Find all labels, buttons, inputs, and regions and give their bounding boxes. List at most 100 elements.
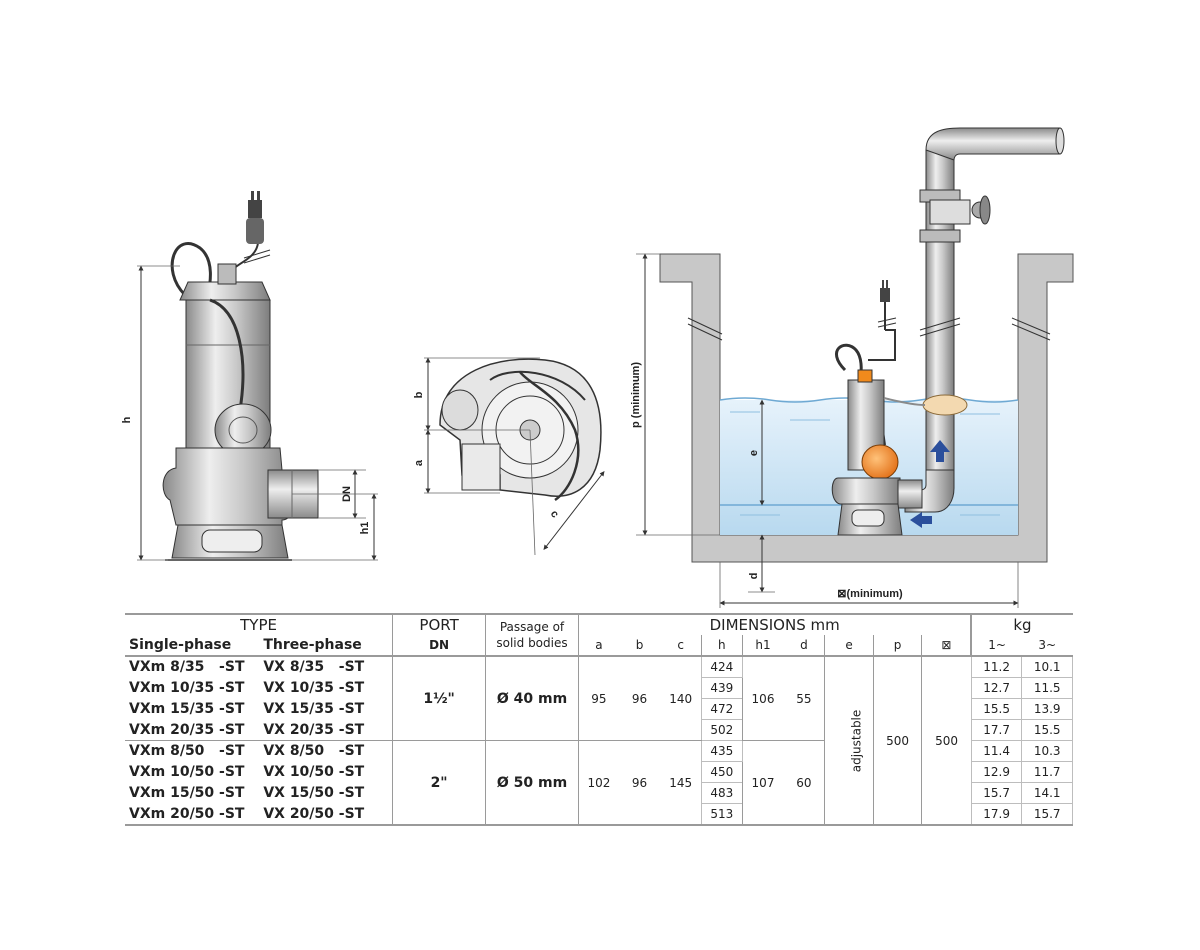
kg1-value: 12.9 xyxy=(970,761,1023,783)
col-a-header: a xyxy=(577,635,619,656)
table-row: VXm 15/50 -ST VX 15/50 -ST 483 15.7 14.1 xyxy=(125,782,1073,804)
passage-header: Passage of solid bodies xyxy=(485,614,579,656)
single-phase-model: VXm 15/35 -ST xyxy=(129,701,245,717)
three-phase-model: VX 8/50 -ST xyxy=(263,743,365,760)
port-sub-header: DN xyxy=(392,635,486,656)
table-row: VXm 20/35 -ST VX 20/35 -ST 502 17.7 15.5 xyxy=(125,719,1073,741)
port-header: PORT xyxy=(392,614,486,635)
kg3-value: 10.3 xyxy=(1021,740,1073,762)
three-phase-model: VX 15/35 -ST xyxy=(263,701,365,717)
port-value: 1½" xyxy=(392,656,486,741)
col-h1-header: h1 xyxy=(741,635,784,656)
dim-c-label: c xyxy=(548,508,561,520)
header-row-1: TYPE PORT Passage of solid bodies DIMENS… xyxy=(125,614,1073,656)
three-phase-model: VX 10/35 -ST xyxy=(263,680,365,696)
p-value: 500 xyxy=(872,656,922,825)
dim-a-label: a xyxy=(413,459,425,466)
dimensions-header: DIMENSIONS mm xyxy=(577,614,972,635)
single-phase-model: VXm 8/35 -ST xyxy=(129,659,245,676)
kg3-value: 10.1 xyxy=(1021,655,1073,678)
table-row: VXm 10/50 -ST VX 10/50 -ST 450 12.9 11.7 xyxy=(125,761,1073,783)
dim-p-label: p (minimum) xyxy=(630,362,642,428)
single-phase-model: VXm 20/35 -ST xyxy=(129,721,245,738)
kg3-value: 14.1 xyxy=(1021,782,1073,804)
col-p-header: p xyxy=(872,635,922,656)
dim-e-label: e xyxy=(748,450,760,456)
c-value: 140 xyxy=(660,656,702,741)
kg1-value: 11.4 xyxy=(970,740,1023,762)
table-row: VXm 15/35 -ST VX 15/35 -ST 472 15.5 13.9 xyxy=(125,698,1073,720)
dim-h1-label: h1 xyxy=(359,522,371,535)
table-row: VXm 10/35 -ST VX 10/35 -ST 439 12.7 11.5 xyxy=(125,677,1073,699)
type-header: TYPE xyxy=(240,616,277,634)
a-value: 102 xyxy=(577,740,619,826)
h-value: 450 xyxy=(701,761,743,783)
kg3-value: 11.5 xyxy=(1021,677,1073,699)
dim-b-label: b xyxy=(413,391,425,398)
e-value: adjustable xyxy=(824,656,874,825)
h-value: 424 xyxy=(701,655,743,678)
kg1-value: 15.5 xyxy=(970,698,1023,720)
pump-top-view: b a c xyxy=(413,357,605,556)
kg1-value: 11.2 xyxy=(970,655,1023,678)
h-value: 439 xyxy=(701,677,743,699)
kg1-value: 15.7 xyxy=(970,782,1023,804)
kg3-value: 15.7 xyxy=(1021,803,1073,826)
col-d-header: d xyxy=(800,638,808,652)
col-kg1-header: 1~ xyxy=(970,635,1022,656)
c-value: 145 xyxy=(660,740,702,826)
h-value: 483 xyxy=(701,782,743,804)
three-phase-model: VX 20/50 -ST xyxy=(263,805,365,822)
b-value: 96 xyxy=(618,656,661,741)
single-phase-model: VXm 10/35 -ST xyxy=(129,680,245,696)
h-value: 502 xyxy=(701,719,743,741)
dim-diag-label: ⊠(minimum) xyxy=(837,588,903,600)
passage-value: Ø 40 mm xyxy=(485,656,579,741)
pit-installation-view: p (minimum) e d ⊠(minimum) xyxy=(630,127,1074,608)
h-value: 435 xyxy=(701,740,743,762)
col-c-header: c xyxy=(677,638,684,652)
technical-drawings: h DN h1 b a c xyxy=(121,127,1074,608)
specifications-table: TYPE PORT Passage of solid bodies DIMENS… xyxy=(125,613,1073,826)
single-phase-model: VXm 10/50 -ST xyxy=(129,764,245,780)
h-value: 513 xyxy=(701,803,743,826)
kg3-value: 15.5 xyxy=(1021,719,1073,741)
dim-h-label: h xyxy=(121,416,133,423)
passage-value: Ø 50 mm xyxy=(485,740,579,826)
header-row-2: Single-phase Three-phase DN a b c h h1 d… xyxy=(125,635,1073,656)
single-phase-header: Single-phase xyxy=(129,637,232,653)
three-phase-model: VX 10/50 -ST xyxy=(263,764,365,780)
single-phase-model: VXm 20/50 -ST xyxy=(129,805,245,822)
kg1-value: 12.7 xyxy=(970,677,1023,699)
col-kg3-header: 3~ xyxy=(1038,638,1057,652)
table-row: VXm 8/50 -ST VX 8/50 -ST 2" Ø 50 mm 102 … xyxy=(125,740,1073,826)
col-h-header: h xyxy=(701,635,743,656)
single-phase-model: VXm 8/50 -ST xyxy=(129,743,245,760)
diag-value: 500 xyxy=(921,656,972,825)
three-phase-header: Three-phase xyxy=(263,637,362,653)
kg3-value: 11.7 xyxy=(1021,761,1073,783)
port-value: 2" xyxy=(392,740,486,826)
d-value: 55 xyxy=(783,656,825,741)
col-e-header: e xyxy=(824,635,874,656)
pump-side-view: h DN h1 xyxy=(121,191,378,561)
e-value-text: adjustable xyxy=(849,709,864,772)
a-value: 95 xyxy=(577,656,619,741)
col-diag-header: ⊠ xyxy=(921,635,972,656)
h-value: 472 xyxy=(701,698,743,720)
three-phase-model: VX 15/50 -ST xyxy=(263,785,365,801)
kg1-value: 17.9 xyxy=(970,803,1023,826)
dim-d-label: d xyxy=(748,573,760,580)
d-value: 60 xyxy=(783,740,825,826)
three-phase-model: VX 20/35 -ST xyxy=(263,721,365,738)
h1-value: 107 xyxy=(741,740,784,826)
single-phase-model: VXm 15/50 -ST xyxy=(129,785,245,801)
table-row: VXm 8/35 -ST VX 8/35 -ST 1½" Ø 40 mm 95 … xyxy=(125,655,1073,825)
kg-header: kg xyxy=(970,614,1073,635)
b-value: 96 xyxy=(618,740,661,826)
kg3-value: 13.9 xyxy=(1021,698,1073,720)
col-b-header: b xyxy=(635,638,644,652)
h1-value: 106 xyxy=(741,656,784,741)
three-phase-model: VX 8/35 -ST xyxy=(263,659,365,676)
kg1-value: 17.7 xyxy=(970,719,1023,741)
